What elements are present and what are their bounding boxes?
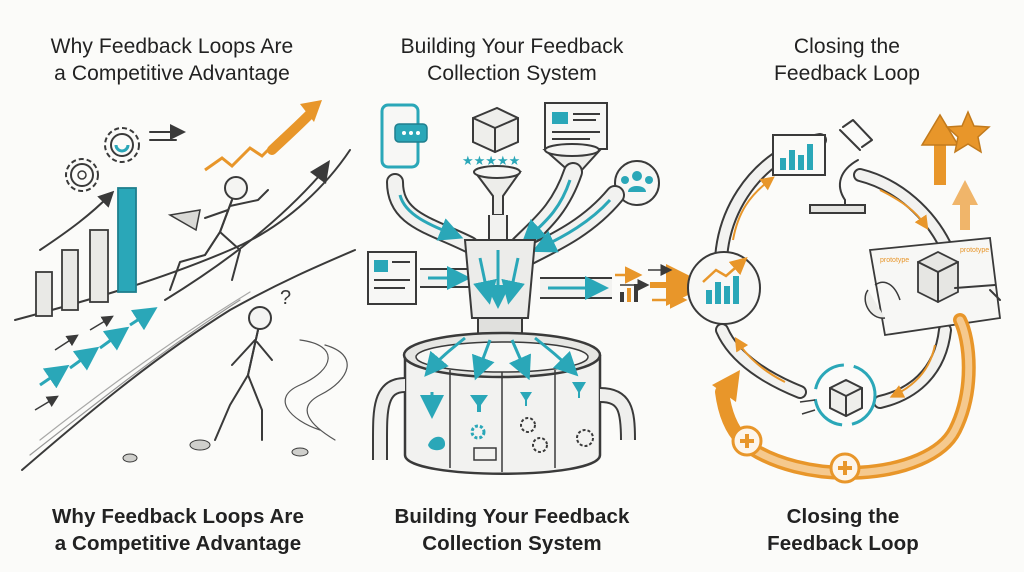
title-line: Closing the xyxy=(793,35,901,58)
panel-3-art: prototype prototype xyxy=(687,110,1002,484)
plus-icon xyxy=(731,425,763,457)
gear-icon xyxy=(104,127,140,163)
title-line: Collection System xyxy=(427,62,597,85)
web-form-icon xyxy=(367,251,417,305)
svg-text:★★★★★: ★★★★★ xyxy=(462,154,520,169)
funnel-icon xyxy=(473,165,522,216)
title-line: a Competitive Advantage xyxy=(54,532,302,555)
people-group-icon xyxy=(614,160,660,206)
prototype-label: prototype xyxy=(880,257,909,264)
bar-chart-icon xyxy=(687,251,761,325)
panel-1-title-top: Why Feedback Loops Are a Competitive Adv… xyxy=(22,33,322,87)
web-form-icon xyxy=(544,102,608,150)
title-line: Closing the xyxy=(786,505,900,528)
question-mark: ? xyxy=(280,287,291,309)
gear-icon xyxy=(65,158,99,192)
chart-board xyxy=(772,134,826,176)
panel-2-title-top: Building Your Feedback Collection System xyxy=(362,33,662,87)
panel-2-title-bottom: Building Your Feedback Collection System xyxy=(362,503,662,557)
runner-figure xyxy=(167,176,269,291)
panel-3-title-top: Closing the Feedback Loop xyxy=(697,33,997,87)
panel-2-art: ★★★★★ xyxy=(367,102,708,475)
smartphone-chat-icon xyxy=(380,103,428,169)
prototype-sketch: prototype prototype xyxy=(864,237,1002,337)
title-line: Feedback Loop xyxy=(773,62,921,85)
package-icon xyxy=(472,106,519,154)
package-icon xyxy=(799,363,877,427)
confused-figure: ? xyxy=(214,287,291,441)
title-line: Why Feedback Loops Are xyxy=(50,35,294,58)
plus-icon xyxy=(829,452,861,484)
star-rating-icon: ★★★★★ xyxy=(462,154,520,169)
panel-1-title-bottom: Why Feedback Loops Are a Competitive Adv… xyxy=(28,503,328,557)
title-line: Building Your Feedback xyxy=(394,505,630,528)
title-line: Why Feedback Loops Are xyxy=(51,505,305,528)
prototype-label: prototype xyxy=(960,247,989,254)
panel-3-title-bottom: Closing the Feedback Loop xyxy=(693,503,993,557)
microscope-icon xyxy=(809,119,873,214)
star-icon xyxy=(945,110,991,154)
title-line: a Competitive Advantage xyxy=(54,62,290,85)
panel-1-art: ? xyxy=(14,100,356,471)
progress-arrows xyxy=(34,307,158,411)
title-line: Collection System xyxy=(422,532,602,555)
bar-chart-icon xyxy=(35,187,137,317)
collection-tank xyxy=(402,331,602,475)
title-line: Feedback Loop xyxy=(767,532,919,555)
title-line: Building Your Feedback xyxy=(400,35,624,58)
